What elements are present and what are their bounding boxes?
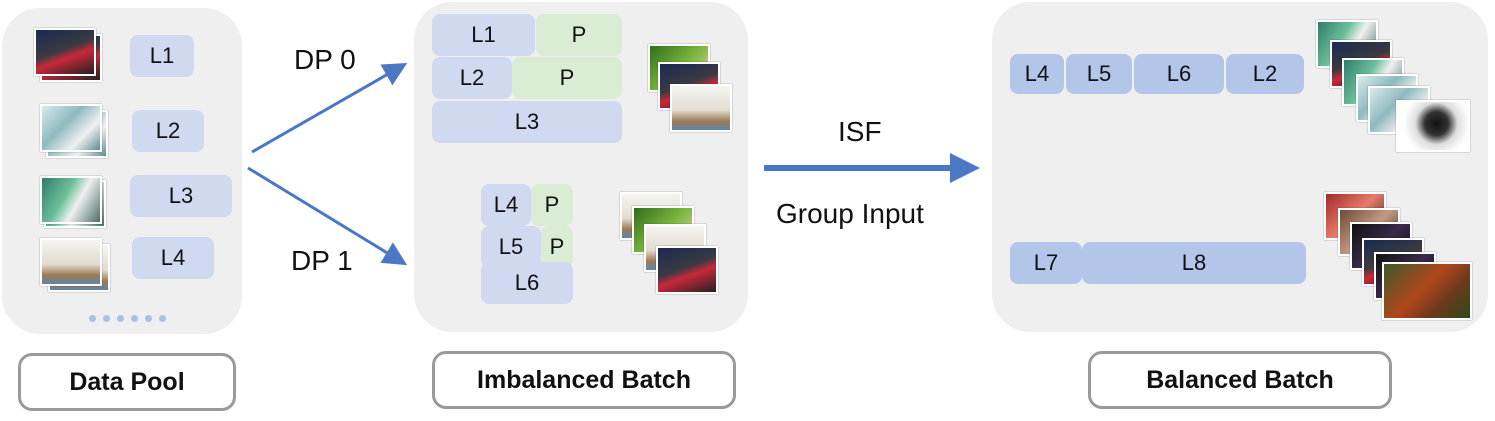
isf-label: ISF — [838, 116, 882, 147]
ellipsis-dot — [131, 315, 138, 322]
book-cover-image — [40, 176, 102, 224]
imbalanced-dp0-l3: L3 — [432, 101, 622, 143]
balanced-row2-l8: L8 — [1082, 242, 1306, 284]
imbalanced-dp1-pad-1: P — [531, 184, 573, 226]
balanced-row1-l5: L5 — [1066, 54, 1132, 94]
imbalanced-dp0-pad-1: P — [536, 14, 622, 56]
data-pool-item-l2: L2 — [132, 110, 204, 152]
image-stack-thumb — [1396, 100, 1470, 152]
imbalanced-dp0-pad-2: P — [512, 57, 622, 99]
image-stack-thumb — [670, 84, 732, 132]
balanced-batch-caption: Balanced Batch — [1088, 351, 1392, 409]
ellipsis-dot — [89, 315, 96, 322]
data-pool-item-l3: L3 — [130, 175, 232, 217]
image-stack-thumb — [656, 246, 718, 294]
balanced-row1-l4: L4 — [1010, 54, 1064, 94]
data-pool-item-l1: L1 — [130, 35, 194, 77]
dp0-label: DP 0 — [294, 44, 356, 75]
image-stack-thumb — [1382, 262, 1472, 320]
imbalanced-dp1-l6: L6 — [481, 262, 573, 304]
basketball-image — [34, 28, 96, 76]
arrow-dp0 — [251, 63, 408, 154]
data-pool-item-l4: L4 — [132, 237, 214, 279]
imbalanced-dp1-l5: L5 — [481, 226, 541, 268]
ellipsis-dot — [159, 315, 166, 322]
balanced-row1-l6: L6 — [1134, 54, 1224, 94]
imbalanced-dp0-l1: L1 — [432, 14, 535, 56]
imbalanced-batch-caption: Imbalanced Batch — [432, 351, 736, 409]
ellipsis-dot — [117, 315, 124, 322]
balanced-row2-l7: L7 — [1010, 242, 1082, 284]
magazine-image — [40, 104, 102, 152]
balanced-row1-l2: L2 — [1226, 54, 1304, 94]
room-image — [40, 238, 102, 286]
group-input-label: Group Input — [776, 198, 924, 229]
data-pool-caption: Data Pool — [18, 353, 236, 411]
imbalanced-dp1-l4: L4 — [481, 184, 531, 226]
ellipsis-dot — [145, 315, 152, 322]
imbalanced-dp1-pad-2: P — [541, 226, 573, 268]
imbalanced-dp0-l2: L2 — [432, 57, 512, 99]
dp1-label: DP 1 — [291, 245, 353, 276]
ellipsis-dot — [103, 315, 110, 322]
